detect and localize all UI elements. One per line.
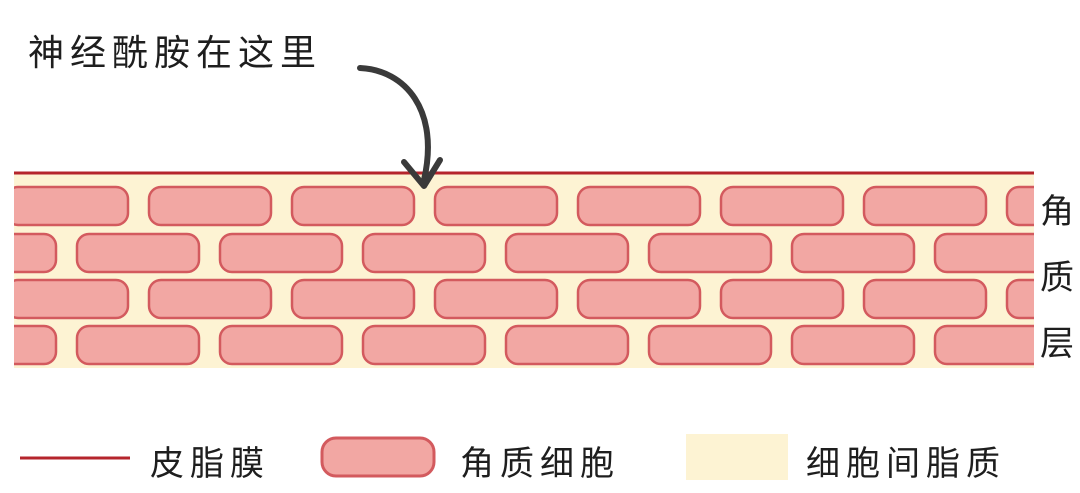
corneocyte-cell bbox=[147, 278, 273, 320]
corneocyte-cell bbox=[790, 232, 916, 274]
corneocyte-cell bbox=[1005, 278, 1034, 320]
corneocyte-cell bbox=[862, 278, 988, 320]
corneocyte-cell bbox=[719, 278, 845, 320]
legend-matrix-label: 细胞间脂质 bbox=[806, 444, 1006, 484]
arrow-head bbox=[401, 157, 443, 189]
corneocyte-cell bbox=[647, 324, 773, 366]
corneocyte-cell bbox=[75, 324, 201, 366]
corneocyte-cell bbox=[719, 185, 845, 227]
side-label-char-3: 层 bbox=[1040, 324, 1074, 364]
corneocyte-cell bbox=[1005, 185, 1034, 227]
side-label-char-1: 角 bbox=[1040, 192, 1074, 232]
corneocyte-cell bbox=[576, 278, 702, 320]
legend-cell-swatch bbox=[320, 436, 436, 478]
corneocyte-cell bbox=[933, 324, 1034, 366]
legend-matrix-swatch bbox=[686, 434, 788, 480]
corneocyte-cell bbox=[218, 324, 344, 366]
corneocyte-cell bbox=[147, 185, 273, 227]
corneocyte-cell bbox=[504, 232, 630, 274]
corneocyte-cell bbox=[790, 324, 916, 366]
corneocyte-cell bbox=[218, 232, 344, 274]
corneocyte-cell bbox=[576, 185, 702, 227]
legend-membrane-label: 皮脂膜 bbox=[150, 444, 270, 484]
corneocyte-cell bbox=[14, 185, 130, 227]
corneocyte-cell bbox=[647, 232, 773, 274]
corneocyte-cell bbox=[433, 185, 559, 227]
annotation-text: 神经酰胺在这里 bbox=[28, 33, 323, 74]
corneocyte-cell bbox=[14, 232, 58, 274]
corneocyte-cell bbox=[75, 232, 201, 274]
corneocyte-cell bbox=[14, 324, 58, 366]
corneocyte-cell bbox=[933, 232, 1034, 274]
annotation-arrow bbox=[357, 65, 431, 183]
corneocyte-cell bbox=[361, 324, 487, 366]
legend-cell-label: 角质细胞 bbox=[460, 444, 620, 484]
corneocyte-cell bbox=[361, 232, 487, 274]
corneocyte-cell bbox=[290, 278, 416, 320]
side-label-char-2: 质 bbox=[1040, 258, 1074, 298]
corneocyte-cell bbox=[433, 278, 559, 320]
corneocyte-cell bbox=[14, 278, 130, 320]
corneocyte-cell bbox=[504, 324, 630, 366]
corneocyte-cell bbox=[290, 185, 416, 227]
corneocyte-cell bbox=[862, 185, 988, 227]
